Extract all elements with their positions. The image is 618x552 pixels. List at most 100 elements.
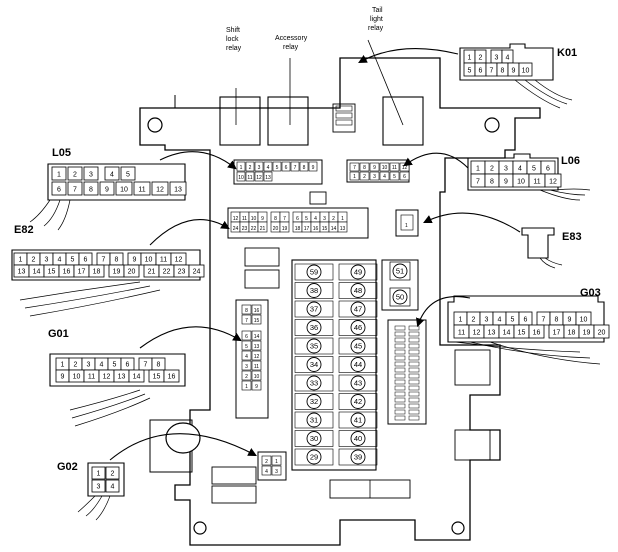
k01-pin-6: 6 (479, 68, 483, 75)
l06-pin-11: 11 (533, 179, 540, 186)
e82-pin-cell: 18 (88, 264, 105, 278)
g01-pin-cell: 3 (81, 357, 96, 371)
g03-label: G03 (580, 287, 601, 299)
g02-board-pin-cell: 3 (271, 465, 282, 476)
g03-pin-cell: 6 (518, 311, 533, 326)
g03-pin-cell: 18 (563, 324, 580, 339)
board-pin-1: 1 (353, 174, 356, 180)
small-square-block (309, 191, 327, 205)
g01-board-pin-3: 3 (245, 364, 248, 370)
g01-board-pin-2: 2 (245, 374, 248, 380)
l06-pin-3: 3 (504, 166, 508, 173)
g01-board-pin-cell: 10 (251, 370, 262, 381)
g01-pin-cell: 10 (68, 369, 85, 383)
g02-board-pin-3: 3 (275, 469, 278, 475)
g01-board-pin-15: 15 (254, 318, 260, 324)
g01-pin-1: 1 (61, 362, 65, 369)
g03-pin-cell: 19 (578, 324, 595, 339)
accessory-relay-line1: Accessory (275, 35, 308, 42)
e82-pin-cell: 11 (155, 252, 172, 266)
e83-socket-pin: 1 (405, 223, 408, 229)
e82-pin-cell: 19 (108, 264, 125, 278)
board-pin-11: 11 (247, 175, 252, 181)
e82-pin-6: 6 (84, 257, 88, 264)
board-pin-4: 4 (314, 216, 317, 222)
l05-pin-1: 1 (57, 172, 61, 179)
board-pin-cell: 7 (349, 162, 360, 172)
fuse-panel (291, 259, 377, 471)
g01-pin-cell: 4 (94, 357, 109, 371)
accessory-relay-line2: relay (283, 44, 299, 51)
fuse-42: 42 (338, 393, 378, 410)
g02-pin-cell: 3 (91, 479, 106, 493)
small-connector-center (332, 103, 356, 133)
fuse-number: 45 (354, 342, 362, 351)
g02-pin-2: 2 (111, 471, 115, 478)
board-pin-24: 24 (233, 226, 239, 232)
board-pin-12: 12 (233, 216, 239, 222)
e82-pin-cell: 6 (78, 252, 93, 266)
e82-pin-21: 21 (148, 269, 156, 276)
tail-light-relay-line2: light (370, 16, 383, 23)
g03-pin-cell: 12 (468, 324, 485, 339)
board-pin-cell: 11 (245, 171, 255, 182)
k01-pin-5: 5 (468, 68, 472, 75)
e82-pin-19: 19 (113, 269, 121, 276)
g03-pin-19: 19 (583, 330, 591, 337)
fuse-39: 39 (338, 448, 378, 466)
g01-pin-cell: 15 (148, 369, 165, 383)
k01-pin-cell: 7 (485, 62, 498, 77)
fuse-number: 36 (310, 323, 318, 332)
g01-board-pin-cell: 2 (241, 370, 252, 381)
board-pin-cell: 13 (263, 171, 273, 182)
board-pin-11: 11 (242, 216, 247, 222)
l05-pin-cell: 8 (83, 181, 99, 196)
e82-pin-18: 18 (93, 269, 101, 276)
board-pin-cell: 6 (399, 171, 410, 181)
e82-pin-13: 13 (18, 269, 26, 276)
l05-pin-11: 11 (138, 187, 145, 194)
board-pin-cell: 12 (254, 171, 264, 182)
fuse-number: 39 (354, 453, 362, 462)
e82-pin-23: 23 (178, 269, 186, 276)
g03-pin-cell: 10 (575, 311, 592, 326)
board-pin-6: 6 (285, 165, 288, 171)
board-pin-cell: 10 (379, 162, 390, 172)
g01-board-pin-cell: 4 (241, 350, 252, 361)
board-pin-6: 6 (296, 216, 299, 222)
fuse-number: 31 (310, 416, 318, 425)
l05-pin-cell: 1 (51, 166, 67, 181)
board-pin-12: 12 (402, 165, 408, 171)
board-pin-cell: 15 (319, 221, 330, 233)
l06-pin-4: 4 (518, 166, 522, 173)
board-pin-cell: 24 (230, 221, 241, 233)
g01-board-pin-6: 6 (245, 334, 248, 340)
g03-pin-9: 9 (568, 317, 572, 324)
fuse-50: 50 (389, 287, 411, 307)
e82-pin-7: 7 (102, 257, 106, 264)
e82-pin-cell: 16 (58, 264, 75, 278)
g01-pin-11: 11 (88, 374, 95, 381)
l06-pin-cell: 9 (498, 173, 514, 188)
board-pin-cell: 4 (379, 171, 390, 181)
g01-pin-14: 14 (133, 374, 141, 381)
l06-pin-6: 6 (546, 166, 550, 173)
g03-pin-12: 12 (473, 330, 481, 337)
board-pin-10: 10 (238, 175, 244, 181)
board-pin-7: 7 (294, 165, 297, 171)
e82-pin-cell: 22 (158, 264, 175, 278)
board-pin-cell: 9 (257, 211, 268, 223)
board-pin-16: 16 (313, 226, 319, 232)
g01-pin-cell: 12 (98, 369, 115, 383)
e82-pin-cell: 7 (96, 252, 111, 266)
e82-pin-cell: 21 (143, 264, 160, 278)
e82-pin-12: 12 (175, 257, 183, 264)
g03-pin-cell: 16 (528, 324, 545, 339)
g01-board-pin-4: 4 (245, 354, 248, 360)
e83-label: E83 (562, 231, 582, 243)
fuse-34: 34 (294, 356, 334, 373)
e82-pin-17: 17 (78, 269, 86, 276)
g03-pin-3: 3 (485, 317, 489, 324)
mount-hole-bottom-left (193, 521, 207, 535)
